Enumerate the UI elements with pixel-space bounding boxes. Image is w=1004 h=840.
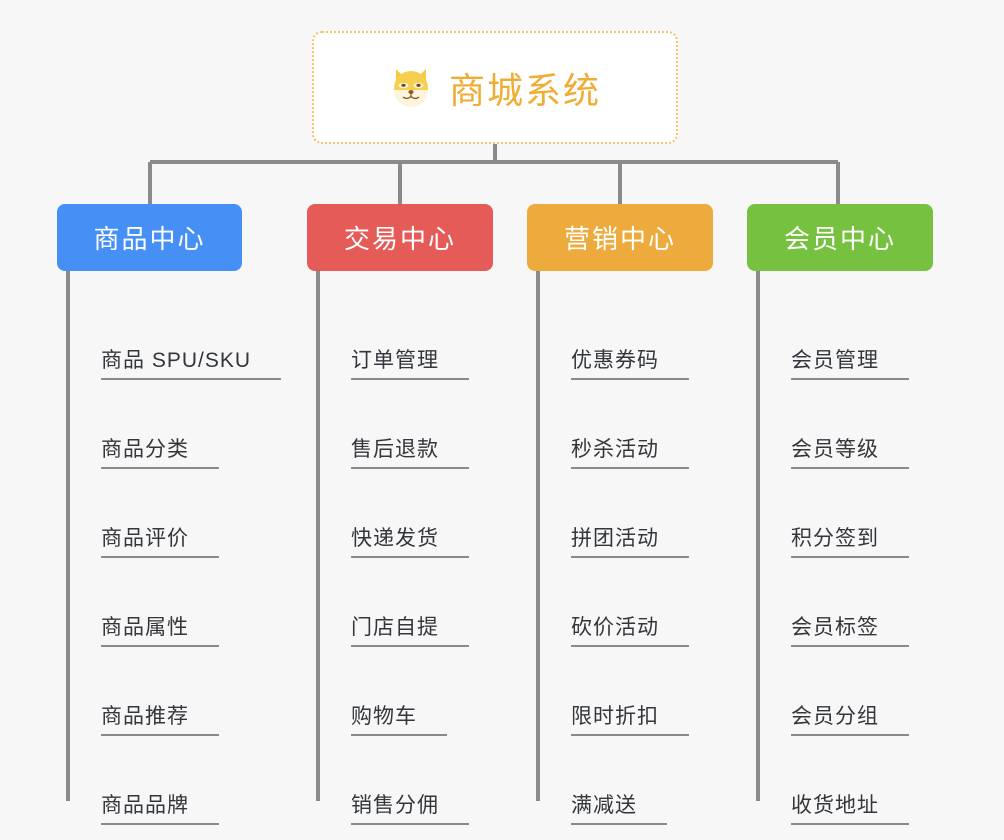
- leaf-list-2: 优惠券码 秒杀活动 拼团活动 砍价活动 限时折扣 满减送: [537, 291, 727, 825]
- leaf-label: 订单管理: [351, 344, 469, 380]
- leaf-label: 满减送: [571, 789, 667, 825]
- leaf-item[interactable]: 销售分佣: [317, 736, 507, 825]
- leaf-label: 会员管理: [791, 344, 909, 380]
- leaf-item[interactable]: 商品品牌: [67, 736, 257, 825]
- leaf-label: 优惠券码: [571, 344, 689, 380]
- leaf-item[interactable]: 积分签到: [757, 469, 947, 558]
- branch-header-label-2: 营销中心: [563, 224, 676, 254]
- shiba-dog-icon: [389, 65, 435, 111]
- branch-header-3[interactable]: 会员中心: [747, 204, 933, 271]
- leaf-item[interactable]: 拼团活动: [537, 469, 727, 558]
- leaf-item[interactable]: 商品分类: [67, 380, 257, 469]
- leaf-item[interactable]: 限时折扣: [537, 647, 727, 736]
- branch-header-0[interactable]: 商品中心: [57, 204, 242, 271]
- branch-header-2[interactable]: 营销中心: [527, 204, 713, 271]
- leaf-item[interactable]: 会员管理: [757, 291, 947, 380]
- leaf-item[interactable]: 会员等级: [757, 380, 947, 469]
- leaf-label: 商品 SPU/SKU: [101, 344, 282, 380]
- root-title: 商城系统: [448, 69, 601, 111]
- branch-column-3: 会员中心 会员管理 会员等级 积分签到 会员标签 会员分组 收货地址: [747, 204, 947, 825]
- leaf-label: 商品分类: [101, 433, 219, 469]
- branch-header-label-1: 交易中心: [343, 224, 456, 254]
- branch-header-label-3: 会员中心: [783, 224, 896, 254]
- leaf-label: 收货地址: [791, 789, 909, 825]
- leaf-label: 积分签到: [791, 522, 909, 558]
- leaf-label: 商品属性: [101, 611, 219, 647]
- leaf-label: 会员分组: [791, 700, 909, 736]
- leaf-label: 快递发货: [351, 522, 469, 558]
- leaf-item[interactable]: 售后退款: [317, 380, 507, 469]
- leaf-label: 限时折扣: [571, 700, 689, 736]
- root-node[interactable]: 商城系统: [312, 31, 678, 144]
- branch-column-0: 商品中心 商品 SPU/SKU 商品分类 商品评价 商品属性 商品推荐 商品品牌: [57, 204, 282, 825]
- leaf-list-3: 会员管理 会员等级 积分签到 会员标签 会员分组 收货地址: [757, 291, 947, 825]
- leaf-item[interactable]: 砍价活动: [537, 558, 727, 647]
- branch-header-1[interactable]: 交易中心: [307, 204, 493, 271]
- leaf-item[interactable]: 优惠券码: [537, 291, 727, 380]
- leaf-list-0: 商品 SPU/SKU 商品分类 商品评价 商品属性 商品推荐 商品品牌: [67, 291, 282, 825]
- leaf-label: 商品品牌: [101, 789, 219, 825]
- branch-column-2: 营销中心 优惠券码 秒杀活动 拼团活动 砍价活动 限时折扣 满减送: [527, 204, 727, 825]
- leaf-item[interactable]: 门店自提: [317, 558, 507, 647]
- leaf-label: 会员标签: [791, 611, 909, 647]
- leaf-label: 秒杀活动: [571, 433, 689, 469]
- leaf-label: 销售分佣: [351, 789, 469, 825]
- leaf-item[interactable]: 快递发货: [317, 469, 507, 558]
- leaf-label: 拼团活动: [571, 522, 689, 558]
- leaf-label: 商品评价: [101, 522, 219, 558]
- leaf-item[interactable]: 会员标签: [757, 558, 947, 647]
- leaf-label: 砍价活动: [571, 611, 689, 647]
- leaf-item[interactable]: 满减送: [537, 736, 727, 825]
- branch-column-1: 交易中心 订单管理 售后退款 快递发货 门店自提 购物车 销售分佣: [307, 204, 507, 825]
- leaf-item[interactable]: 商品属性: [67, 558, 257, 647]
- leaf-item[interactable]: 商品评价: [67, 469, 257, 558]
- leaf-item[interactable]: 购物车: [317, 647, 507, 736]
- leaf-list-1: 订单管理 售后退款 快递发货 门店自提 购物车 销售分佣: [317, 291, 507, 825]
- leaf-item[interactable]: 秒杀活动: [537, 380, 727, 469]
- leaf-item[interactable]: 收货地址: [757, 736, 947, 825]
- leaf-item[interactable]: 会员分组: [757, 647, 947, 736]
- leaf-label: 会员等级: [791, 433, 909, 469]
- leaf-label: 门店自提: [351, 611, 469, 647]
- leaf-item[interactable]: 订单管理: [317, 291, 507, 380]
- leaf-item[interactable]: 商品推荐: [67, 647, 257, 736]
- leaf-label: 商品推荐: [101, 700, 219, 736]
- branch-header-label-0: 商品中心: [93, 224, 206, 254]
- leaf-label: 购物车: [351, 700, 447, 736]
- leaf-item[interactable]: 商品 SPU/SKU: [67, 291, 282, 380]
- leaf-label: 售后退款: [351, 433, 469, 469]
